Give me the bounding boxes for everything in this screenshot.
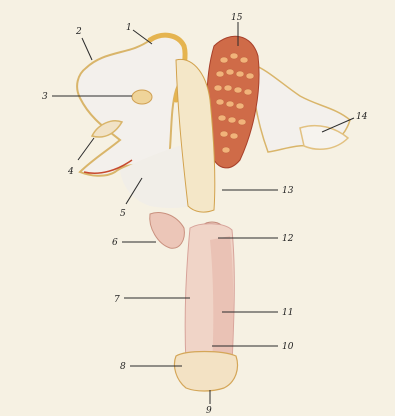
- label-7: 7: [114, 295, 120, 305]
- label-2: 2: [75, 27, 82, 37]
- label-11: 11: [282, 308, 293, 318]
- label-3: 3: [42, 92, 48, 102]
- leader-4: [78, 138, 94, 160]
- label-14: 14: [356, 112, 368, 122]
- label-8: 8: [120, 362, 126, 372]
- label-4: 4: [67, 167, 74, 177]
- label-1: 1: [126, 23, 132, 33]
- label-13: 13: [282, 186, 294, 196]
- leader-1: [133, 30, 152, 44]
- label-5: 5: [120, 209, 126, 219]
- base: [174, 352, 237, 392]
- bud: [150, 213, 185, 249]
- leader-2: [82, 38, 92, 60]
- label-10: 10: [282, 342, 294, 352]
- left-petal-knob: [132, 90, 152, 104]
- label-12: 12: [282, 234, 294, 244]
- label-6: 6: [112, 238, 118, 248]
- column-shading: [210, 236, 233, 365]
- label-15: 15: [231, 13, 243, 23]
- label-9: 9: [206, 406, 212, 416]
